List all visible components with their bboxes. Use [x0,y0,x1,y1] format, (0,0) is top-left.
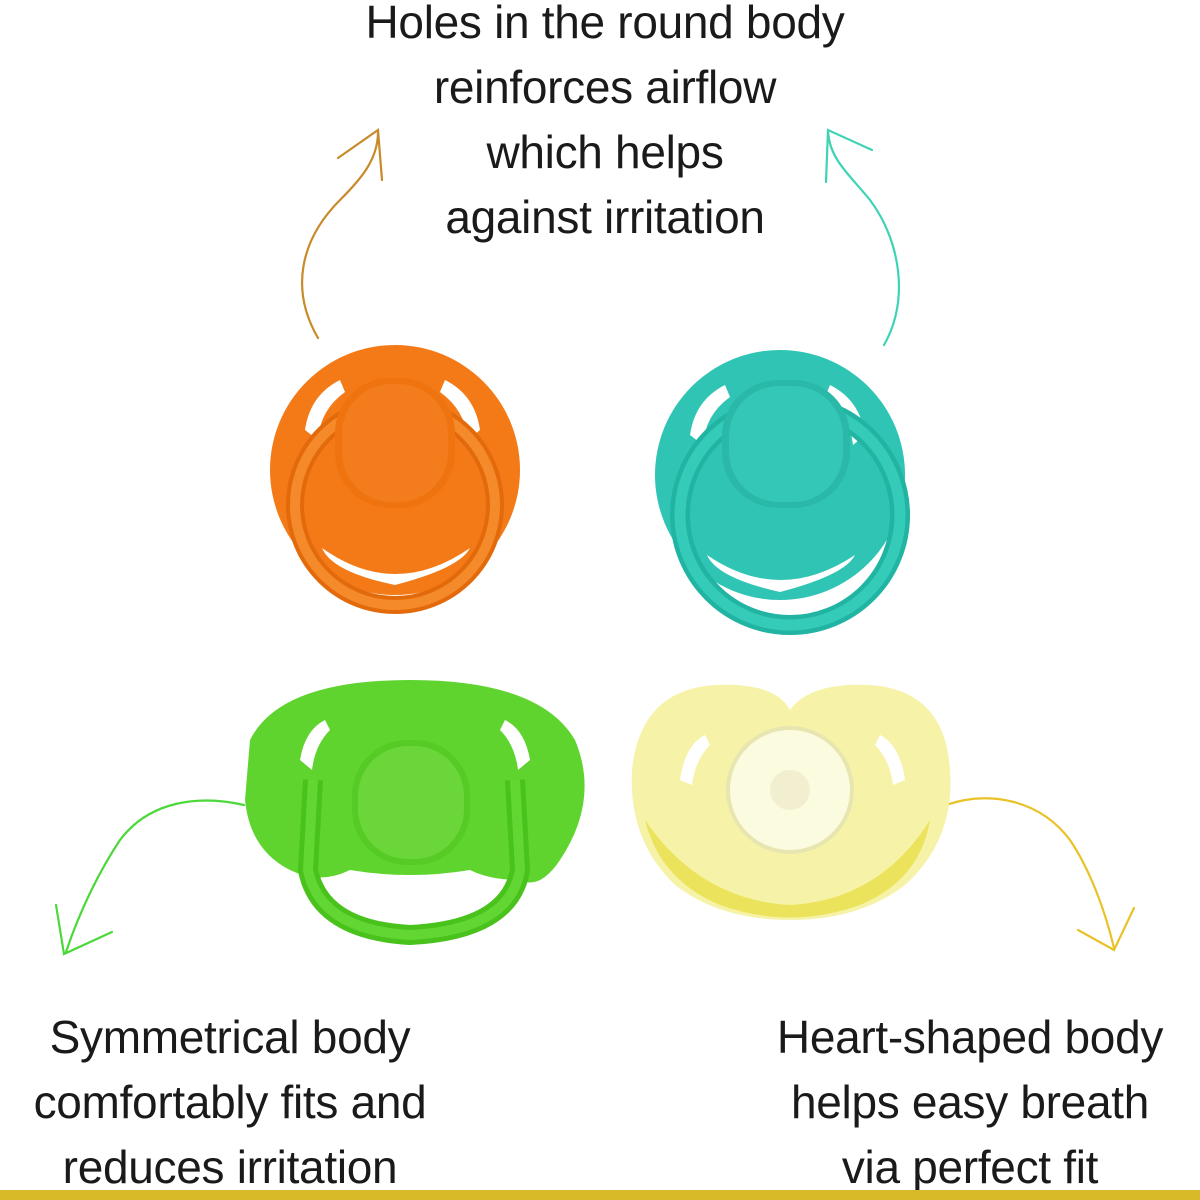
bottom-right-caption-line: via perfect fit [841,1141,1099,1193]
bottom-left-caption-line: reduces irritation [62,1141,398,1193]
bottom-left-caption-line: comfortably fits and [33,1076,427,1128]
top-caption-line: reinforces airflow [433,61,777,113]
arrow-orange-icon [301,127,384,340]
bottom-accent-bar [0,1190,1200,1200]
bottom-right-caption: Heart-shaped body helps easy breath via … [740,1005,1200,1200]
orange-round-pacifier [270,345,520,614]
arrow-yellow-icon [944,797,1136,952]
arrow-teal-icon [824,128,901,347]
teal-round-pacifier [655,350,910,635]
bottom-right-caption-line: Heart-shaped body [776,1011,1164,1063]
top-caption-line: Holes in the round body [365,0,845,48]
yellow-heart-shaped-pacifier [631,684,951,920]
bottom-right-caption-line: helps easy breath [790,1076,1150,1128]
top-caption-line: which helps [486,126,724,178]
arrow-green-icon [54,799,246,956]
bottom-left-caption: Symmetrical body comfortably fits and re… [0,1005,460,1200]
green-symmetrical-pacifier [245,680,585,946]
bottom-left-caption-line: Symmetrical body [49,1011,411,1063]
top-caption: Holes in the round body reinforces airfl… [300,0,910,250]
top-caption-line: against irritation [445,191,765,243]
